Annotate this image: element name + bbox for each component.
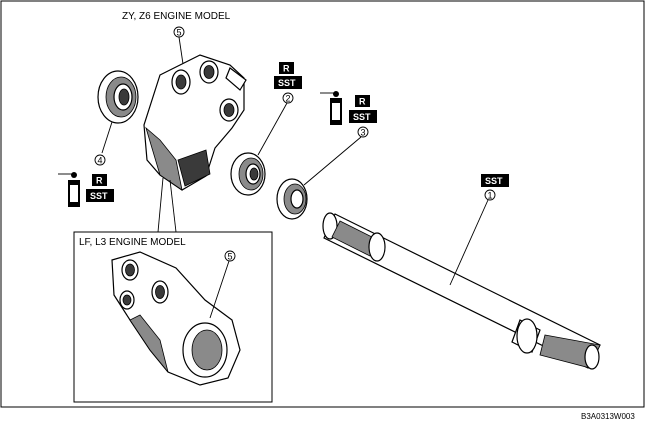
callout-1: 1 <box>488 191 493 201</box>
callout-4-circle <box>94 154 106 166</box>
r-badge-part3 <box>355 95 370 107</box>
inset-pointer-right <box>169 179 177 233</box>
sst-badge-left-text: SST <box>90 191 108 201</box>
r-badge-left-text: R <box>96 176 103 186</box>
zy-z6-model-label: ZY, Z6 ENGINE MODEL <box>122 11 231 22</box>
grease-icon-left <box>58 172 80 207</box>
callout-1-leader <box>449 199 489 286</box>
r-badge-part2 <box>279 62 294 74</box>
callout-5-inset-circle <box>224 250 236 262</box>
bracket-lf-l3 <box>111 251 241 386</box>
callout-5-top-leader <box>178 36 184 65</box>
r-badge-part3-text: R <box>359 97 366 107</box>
bracket-zy-z6 <box>143 54 247 191</box>
sst-badge-part2-text: SST <box>278 78 296 88</box>
callout-2-leader <box>257 102 288 156</box>
lf-l3-model-label: LF, L3 ENGINE MODEL <box>79 237 186 248</box>
callout-1-circle <box>484 189 496 201</box>
r-badge-part2-text: R <box>283 64 290 74</box>
sst-badge-part1 <box>481 174 509 187</box>
callout-4-leader <box>101 121 113 154</box>
drive-shaft-part-1 <box>322 212 601 370</box>
bearing-part-2 <box>230 152 266 196</box>
seal-part-3 <box>276 178 308 220</box>
callout-2-circle <box>282 92 294 104</box>
sst-badge-left <box>86 189 114 202</box>
grease-icon-right <box>320 91 342 125</box>
callout-5-top: 5 <box>177 28 182 38</box>
sst-badge-part3 <box>349 110 377 123</box>
callout-3-leader <box>303 136 362 186</box>
callout-5-inset: 5 <box>228 252 233 262</box>
callout-4: 4 <box>98 156 103 166</box>
callout-2: 2 <box>286 94 291 104</box>
r-badge-left <box>92 174 107 186</box>
diagram-border <box>0 0 645 408</box>
sst-badge-part1-text: SST <box>485 176 503 186</box>
inset-pointer-left <box>157 177 164 233</box>
callout-3-circle <box>357 126 369 138</box>
bearing-part-4 <box>97 70 139 124</box>
figure-code: B3A0313W003 <box>581 412 635 421</box>
callout-3: 3 <box>361 128 366 138</box>
callout-5-inset-leader <box>209 260 230 319</box>
sst-badge-part2 <box>274 76 302 89</box>
sst-badge-part3-text: SST <box>353 112 371 122</box>
